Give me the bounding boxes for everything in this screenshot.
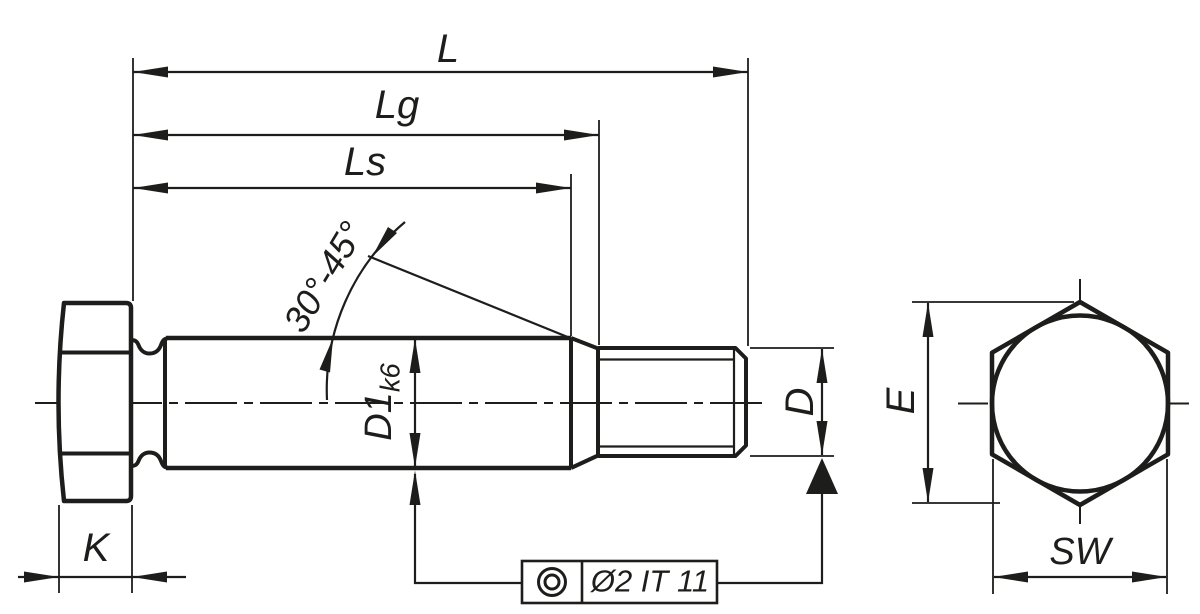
label-thread-diameter: D: [778, 387, 822, 417]
screw-side-view: [35, 300, 766, 504]
arrow-icon: [24, 571, 59, 583]
arrow-icon: [536, 182, 571, 194]
dim-K: [18, 571, 186, 583]
label-D1-text: D1: [358, 392, 401, 441]
label-shoulder-diameter: D1k6: [358, 363, 406, 441]
arrow-icon: [133, 129, 168, 141]
dim-Ls: [133, 182, 571, 194]
leader-to-datum: [717, 494, 824, 585]
chamfer-extension-line: [367, 254, 576, 342]
hexagon-outline: [989, 299, 1171, 508]
arrow-icon: [409, 470, 421, 505]
arrow-icon: [409, 433, 421, 468]
thread-section-outline: [596, 346, 748, 458]
concentricity-icon: [537, 567, 567, 597]
head-facet-lines: [58, 350, 131, 456]
extension-lines: [58, 58, 834, 593]
arrow-icon: [993, 571, 1028, 583]
arrow-icon: [133, 66, 168, 78]
arrow-icon: [319, 338, 333, 373]
arrow-icon: [922, 468, 934, 503]
thread-minor-lines: [599, 350, 736, 454]
label-grip-length: Lg: [374, 83, 420, 127]
label-k6-fit: k6: [374, 363, 406, 393]
label-head-height: K: [82, 526, 110, 570]
label-corner-to-corner: E: [879, 387, 923, 415]
dim-SW: [992, 459, 1168, 594]
hex-end-view: [912, 279, 1194, 594]
label-total-length: L: [436, 27, 460, 71]
arrow-icon: [132, 571, 167, 583]
dim-D1: [409, 338, 421, 468]
arrow-icon: [133, 182, 168, 194]
arrow-icon: [713, 66, 748, 78]
neck-grooves: [130, 336, 168, 470]
label-width-across-flats: SW: [1049, 531, 1111, 573]
leader-to-shoulder: [413, 474, 522, 585]
dim-Lg: [133, 129, 599, 141]
head-chamfer-circle: [989, 313, 1171, 494]
arrow-icon: [564, 129, 599, 141]
datum-triangle: [806, 458, 838, 494]
label-shoulder-length: Ls: [343, 140, 387, 184]
dim-E: [912, 301, 1074, 504]
hex-head-side-outline: [56, 300, 134, 504]
arrow-icon: [1132, 571, 1167, 583]
shoulder-body: [166, 335, 571, 471]
dim-chamfer-angle: [319, 221, 576, 401]
dim-L: [133, 66, 748, 78]
dim-D: [816, 348, 828, 456]
arrow-icon: [816, 348, 828, 383]
arrow-icon: [409, 338, 421, 373]
label-tolerance-value: Ø2 IT 11: [590, 563, 710, 599]
arrow-icon: [372, 227, 397, 257]
dimensions-side-view: [18, 58, 834, 593]
arrow-icon: [922, 302, 934, 337]
arrow-icon: [816, 421, 828, 456]
shoulder-end-faces: [163, 338, 573, 468]
tolerance-frame: [409, 458, 838, 605]
shoulder-chamfer: [570, 336, 599, 470]
